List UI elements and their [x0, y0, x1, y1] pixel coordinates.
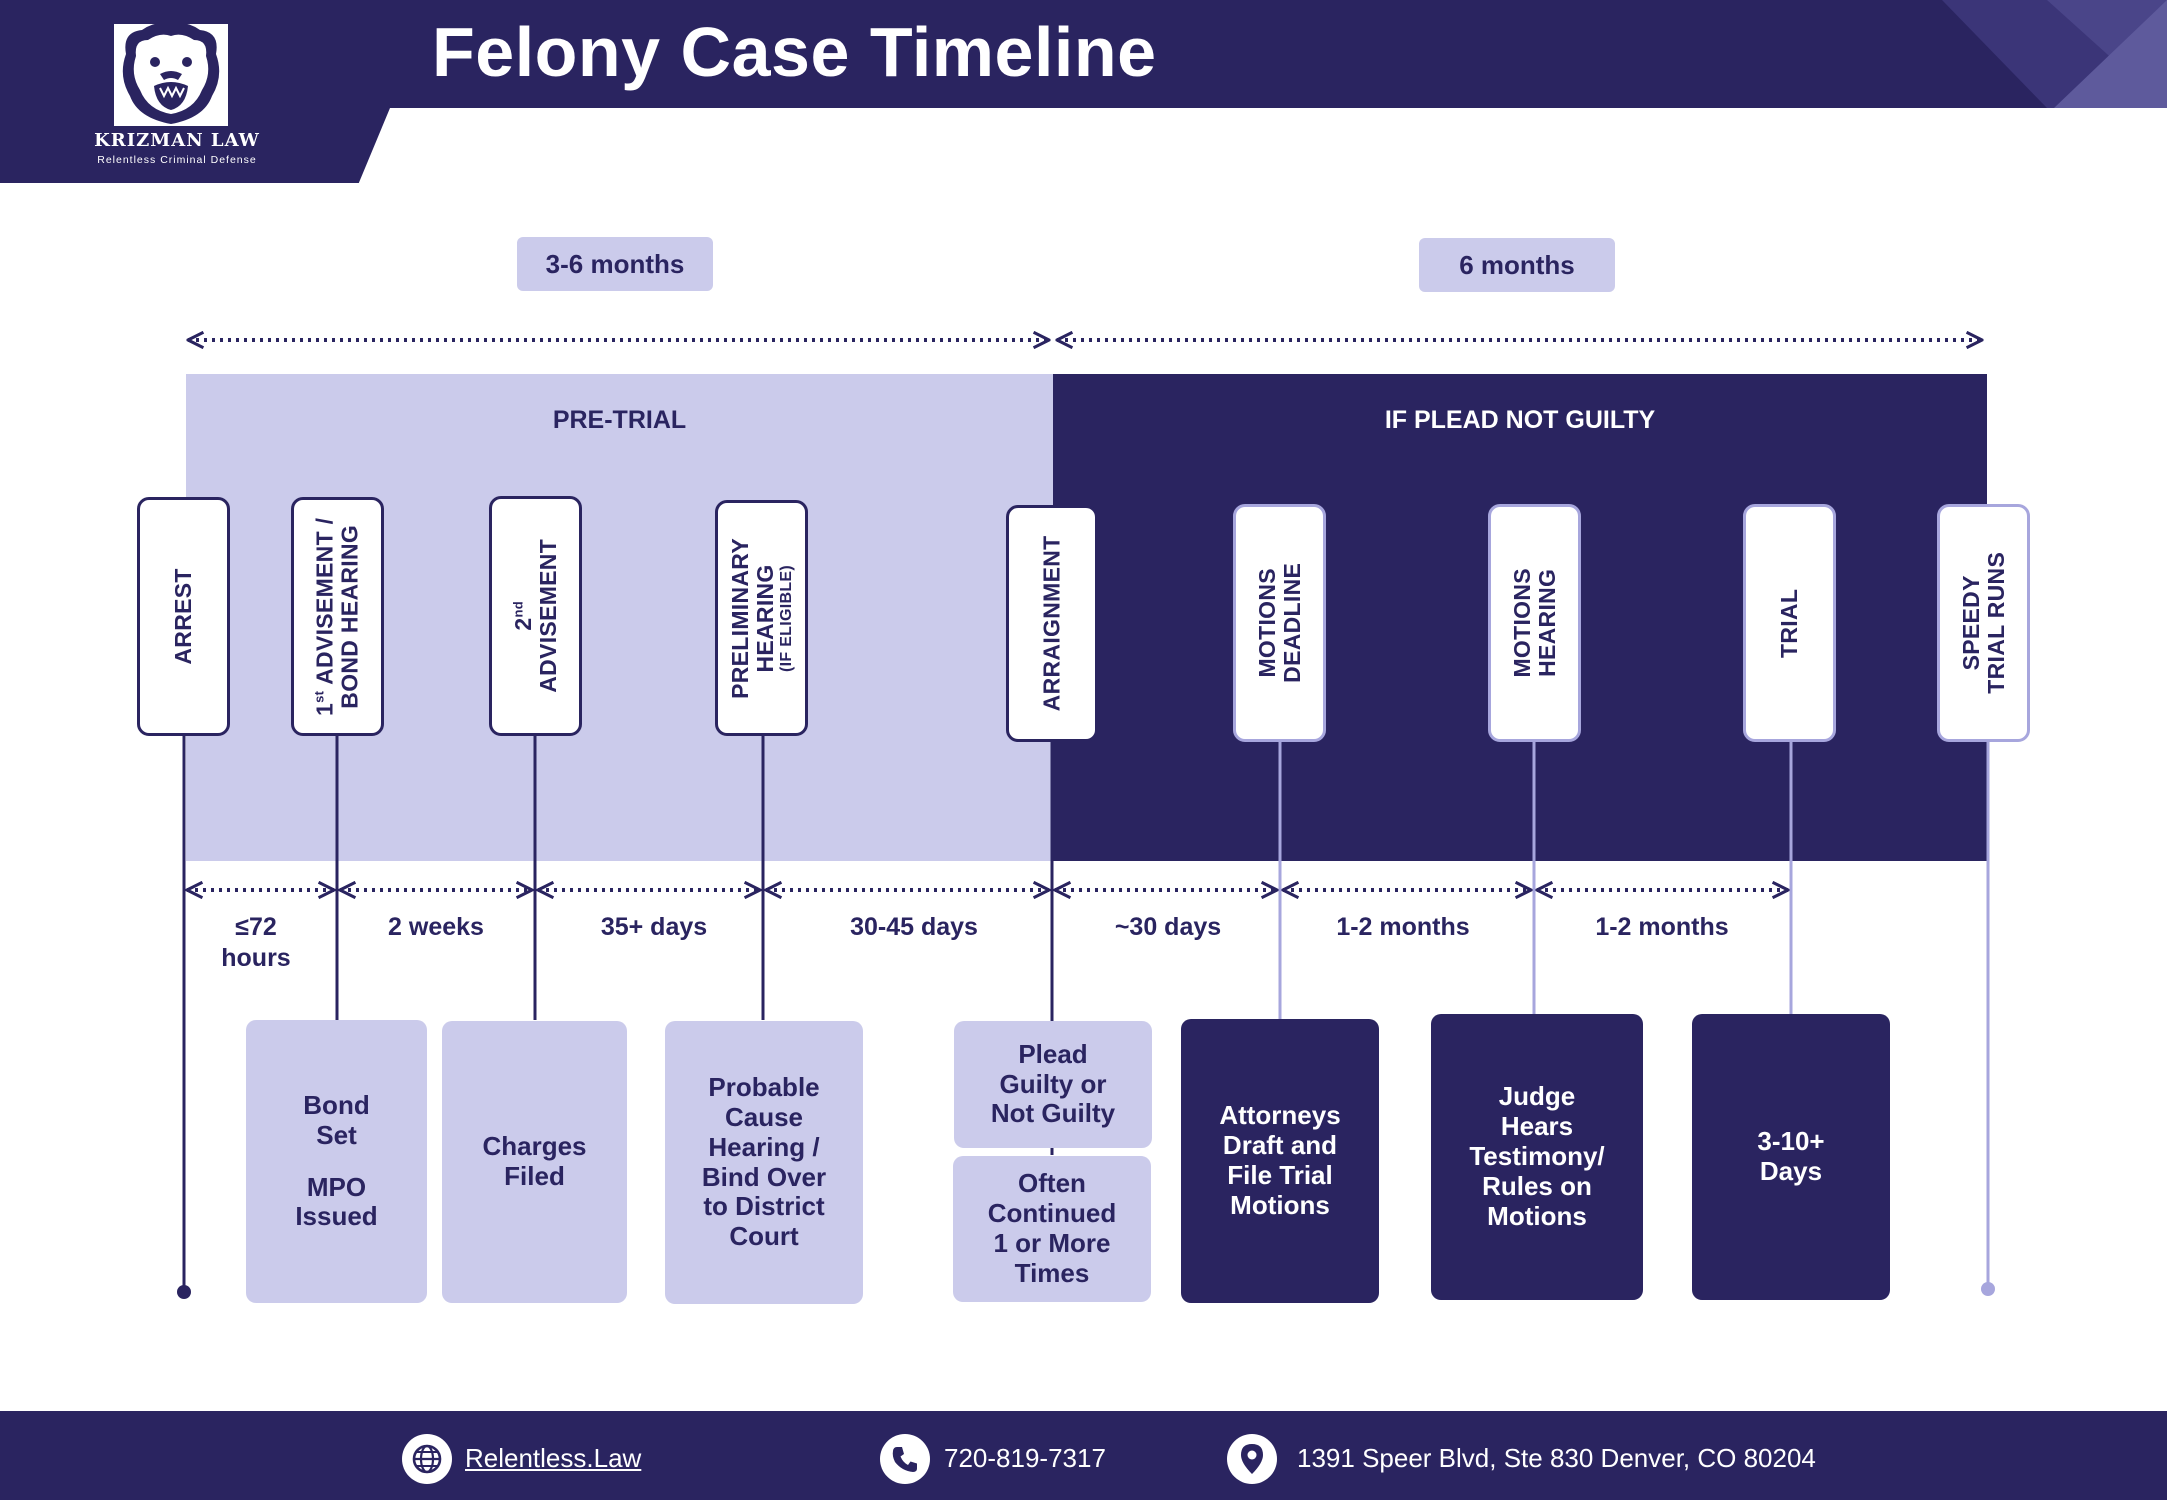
outcome-plead: Plead Guilty or Not Guilty [954, 1021, 1152, 1148]
interval-label-7: 1-2 months [1595, 913, 1729, 941]
outcome-often-continued: Often Continued 1 or More Times [953, 1156, 1151, 1302]
phone-icon [880, 1434, 930, 1484]
stage-motions-deadline: MOTIONS DEADLINE [1233, 504, 1326, 742]
interval-label-4: 30-45 days [850, 913, 978, 941]
footer [0, 1411, 2167, 1500]
globe-icon [402, 1434, 452, 1484]
stage-motions-hearing-line1: MOTIONS [1508, 568, 1535, 678]
interval-label-6: 1-2 months [1336, 913, 1470, 941]
brand-tagline: Relentless Criminal Defense [97, 154, 257, 166]
interval-label-5: ~30 days [1114, 913, 1222, 941]
duration-badge-pretrial: 3-6 months [517, 237, 713, 291]
stage-trial-label: TRIAL [1776, 588, 1803, 658]
outcome-charges-filed: Charges Filed [442, 1021, 627, 1303]
interval-label-2: 2 weeks [388, 913, 484, 941]
footer-phone: 720-819-7317 [944, 1443, 1106, 1473]
stage-advisement2: 2nd ADVISEMENT [489, 496, 582, 736]
stage-motions-hearing-line2: HEARING [1533, 568, 1560, 678]
stage-advisement1-line1: 1st ADVISEMENT / [311, 517, 338, 716]
stage-trial: TRIAL [1743, 504, 1836, 742]
stage-motions-deadline-line2: DEADLINE [1278, 563, 1305, 683]
outcome-attorneys-draft: Attorneys Draft and File Trial Motions [1181, 1019, 1379, 1303]
stage-preliminary-hearing: PRELIMINARY HEARING (IF ELIGIBLE) [715, 500, 808, 736]
outcome-trial-days: 3-10+ Days [1692, 1014, 1890, 1300]
brand-name: KRIZMAN LAW [94, 130, 260, 151]
stage-prelim-line2: HEARING [751, 563, 778, 673]
stage-advisement2-line2: ADVISEMENT [534, 539, 561, 693]
stage-motions-deadline-line1: MOTIONS [1253, 568, 1280, 678]
stage-arrest: ARREST [137, 497, 230, 736]
stage-speedy-trial: SPEEDY TRIAL RUNS [1937, 504, 2030, 742]
connector-arrest-end [177, 1285, 191, 1299]
interval-label-3: 35+ days [600, 913, 708, 941]
stage-advisement2-line1: 2nd [509, 601, 536, 631]
outcome-probable-cause: Probable Cause Hearing / Bind Over to Di… [665, 1021, 863, 1304]
location-pin-icon [1227, 1434, 1277, 1484]
bear-icon [114, 22, 228, 126]
stage-speedy-line1: SPEEDY [1957, 575, 1984, 671]
footer-website-link[interactable]: Relentless.Law [465, 1443, 642, 1473]
footer-address: 1391 Speer Blvd, Ste 830 Denver, CO 8020… [1297, 1443, 1816, 1473]
stage-prelim-line3: (IF ELIGIBLE) [777, 564, 795, 672]
outcome-judge-hears: Judge Hears Testimony/ Rules on Motions [1431, 1014, 1643, 1300]
stage-speedy-line2: TRIAL RUNS [1982, 552, 2009, 694]
stage-advisement1-line2: BOND HEARING [336, 524, 363, 709]
outcome-bond-set: Bond Set MPO Issued [246, 1020, 427, 1303]
duration-badge-not-guilty: 6 months [1419, 238, 1615, 292]
stage-advisement1: 1st ADVISEMENT / BOND HEARING [291, 497, 384, 736]
stage-arraignment-label: ARRAIGNMENT [1038, 535, 1065, 712]
stage-arraignment: ARRAIGNMENT [1006, 505, 1098, 742]
stage-arrest-label: ARREST [170, 568, 197, 665]
stage-motions-hearing: MOTIONS HEARING [1488, 504, 1581, 742]
connector-speedy-end [1981, 1282, 1995, 1296]
corner-decoration [1942, 0, 2167, 108]
stage-prelim-line1: PRELIMINARY [727, 537, 754, 699]
phase-label-pretrial: PRE-TRIAL [552, 406, 687, 434]
page-title: Felony Case Timeline [432, 13, 1157, 91]
phase-label-not-guilty: IF PLEAD NOT GUILTY [1384, 406, 1656, 434]
